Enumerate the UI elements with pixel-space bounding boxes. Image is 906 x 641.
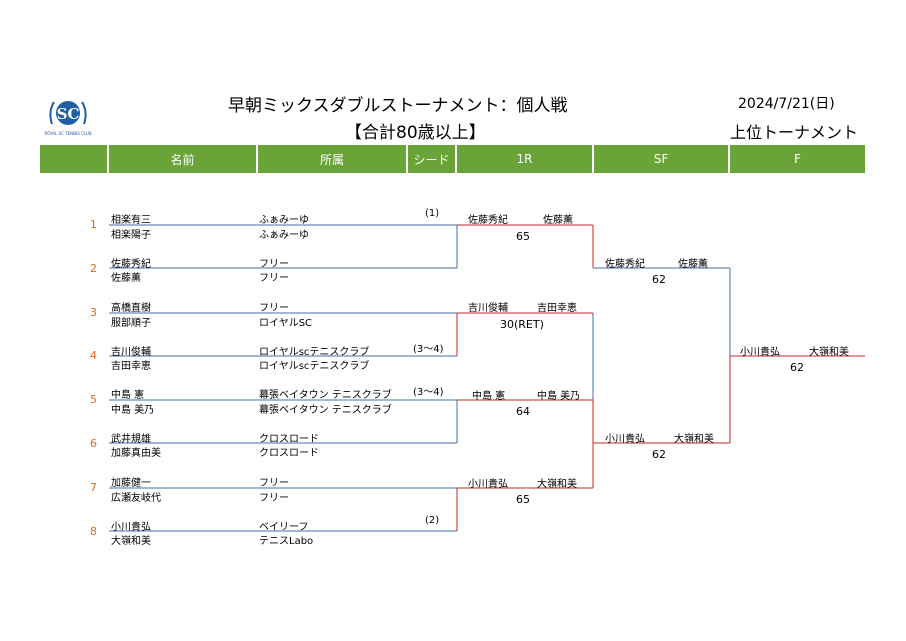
entry-club-1: ふぁみーゆ: [259, 215, 309, 226]
entry-number: 3: [90, 306, 97, 319]
svg-text:SC: SC: [57, 105, 80, 123]
entry-player-2: 吉田幸恵: [111, 361, 151, 372]
r1-winner-b: 佐藤薫: [543, 215, 573, 226]
entry-number: 2: [90, 262, 97, 275]
entry-club-2: フリー: [259, 493, 289, 504]
entry-club-1: ロイヤルscテニスクラブ: [259, 347, 370, 358]
entry-number: 1: [90, 218, 97, 231]
sf-winner-b: 佐藤薫: [678, 259, 708, 270]
entry-club-2: ロイヤルSC: [259, 318, 313, 329]
r1-score: 30(RET): [500, 318, 544, 331]
entry-player-1: 武井規雄: [111, 434, 151, 445]
entry-club-1: ベイリーフ: [259, 522, 309, 533]
r1-winner-a: 小川貴弘: [468, 479, 508, 490]
final-winner-a: 小川貴弘: [740, 347, 780, 358]
entry-club-2: テニスLabo: [259, 536, 314, 547]
r1-winner-b: 中島 美乃: [537, 391, 581, 402]
entry-seed: (1): [425, 208, 440, 219]
entry-club-1: クロスロード: [259, 434, 319, 445]
entry-player-1: 小川貴弘: [111, 522, 151, 533]
svg-text:ROYAL SC TENNIS CLUB: ROYAL SC TENNIS CLUB: [44, 131, 91, 136]
entry-number: 7: [90, 481, 97, 494]
sf-winner-a: 小川貴弘: [605, 434, 645, 445]
entry-player-1: 吉川俊輔: [111, 347, 151, 358]
entry-player-1: 佐藤秀紀: [111, 259, 151, 270]
header-final: F: [730, 145, 865, 173]
entry-number: 5: [90, 393, 97, 406]
header-round1: 1R: [457, 145, 592, 173]
final-score: 62: [790, 361, 804, 374]
entry-club-1: フリー: [259, 303, 289, 314]
entry-club-2: フリー: [259, 273, 289, 284]
r1-winner-a: 吉川俊輔: [468, 303, 508, 314]
entry-number: 4: [90, 349, 97, 362]
sf-score: 62: [652, 448, 666, 461]
entry-player-2: 大嶺和美: [111, 536, 151, 547]
header-name: 名前: [109, 145, 256, 173]
entry-player-1: 加藤健一: [111, 478, 151, 489]
entry-player-1: 中島 憲: [111, 390, 145, 401]
r1-winner-a: 中島 憲: [472, 391, 506, 402]
entry-player-2: 服部順子: [111, 318, 151, 329]
final-winner-b: 大嶺和美: [809, 347, 849, 358]
header-seed: シード: [408, 145, 455, 173]
event-date: 2024/7/21(日): [738, 96, 835, 112]
entry-player-2: 佐藤薫: [111, 273, 141, 284]
entry-player-2: 加藤真由美: [111, 448, 161, 459]
entry-player-2: 中島 美乃: [111, 405, 155, 416]
header-semifinal: SF: [594, 145, 728, 173]
r1-score: 65: [516, 230, 530, 243]
r1-winner-b: 吉田幸恵: [537, 303, 577, 314]
entry-seed: (3～4): [413, 387, 444, 398]
page-title: 早朝ミックスダブルストーナメント：個人戦: [228, 96, 568, 116]
entry-number: 8: [90, 525, 97, 538]
entry-number: 6: [90, 437, 97, 450]
sf-winner-a: 佐藤秀紀: [605, 259, 645, 270]
r1-score: 65: [516, 493, 530, 506]
r1-winner-a: 佐藤秀紀: [468, 215, 508, 226]
r1-winner-b: 大嶺和美: [537, 479, 577, 490]
header-affiliation: 所属: [258, 145, 406, 173]
entry-club-2: 幕張ベイタウン テニスクラブ: [259, 405, 392, 416]
header-blank: [40, 145, 107, 173]
entry-club-1: 幕張ベイタウン テニスクラブ: [259, 390, 392, 401]
entry-player-2: 広瀬友岐代: [111, 493, 161, 504]
entry-club-2: クロスロード: [259, 448, 319, 459]
r1-score: 64: [516, 405, 530, 418]
club-logo: SC ROYAL SC TENNIS CLUB: [44, 94, 92, 140]
entry-club-2: ロイヤルscテニスクラブ: [259, 361, 370, 372]
entry-player-2: 相楽陽子: [111, 230, 151, 241]
sf-score: 62: [652, 273, 666, 286]
entry-seed: (2): [425, 515, 440, 526]
entry-player-1: 高橋直樹: [111, 303, 151, 314]
entry-player-1: 相楽有三: [111, 215, 151, 226]
sf-winner-b: 大嶺和美: [674, 434, 714, 445]
bracket-label: 上位トーナメント: [730, 123, 859, 142]
entry-seed: (3～4): [413, 344, 444, 355]
entry-club-1: フリー: [259, 259, 289, 270]
entry-club-2: ふぁみーゆ: [259, 230, 309, 241]
entry-club-1: フリー: [259, 478, 289, 489]
page-subtitle: 【合計80歳以上】: [345, 123, 486, 143]
